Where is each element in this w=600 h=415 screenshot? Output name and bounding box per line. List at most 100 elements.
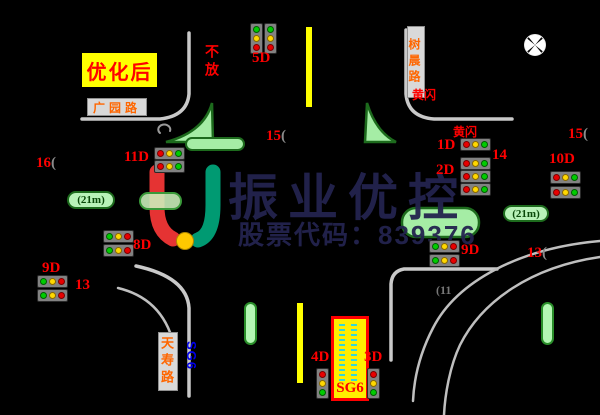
optimized-after-badge: 优化后 — [82, 53, 157, 87]
signal-head-5d — [264, 23, 277, 54]
red-light — [463, 186, 470, 193]
phase-number-center-value: 15 — [266, 128, 281, 144]
signal-label-4d: 4D — [311, 349, 330, 365]
red-light — [157, 163, 164, 170]
green-light — [40, 292, 47, 299]
signal-head-1d — [460, 138, 491, 151]
phase-number-right-edge: 15( — [568, 126, 588, 143]
red-light — [267, 44, 274, 51]
yellow-light — [472, 173, 479, 180]
red-light — [450, 243, 457, 250]
phase-number-right-value: 14 — [492, 147, 507, 163]
signal-head-11d — [154, 147, 185, 160]
yellow-light — [370, 380, 377, 387]
guide-arc-southeast-2 — [442, 255, 600, 415]
signal-head-4d — [316, 368, 329, 399]
queue-length-left: (21m) — [67, 191, 115, 209]
red-light — [124, 247, 131, 254]
signal-head-2d — [460, 170, 491, 183]
road-label-south: 天寿路 — [158, 332, 178, 391]
crosswalk-pill-left — [139, 192, 182, 210]
red-light — [553, 189, 560, 196]
yellow-light — [472, 141, 479, 148]
signal-head-2d — [460, 183, 491, 196]
yellow-light — [49, 292, 56, 299]
phase-number-bottom-right-value: 13 — [527, 245, 542, 261]
signal-head-2d — [460, 157, 491, 170]
signal-head-9d-left — [37, 289, 68, 302]
movement-dot-yellow — [176, 232, 194, 250]
guide-arc-southeast-1 — [411, 239, 600, 403]
red-light — [124, 233, 131, 240]
signal-head-10d — [550, 186, 581, 199]
red-light — [58, 292, 65, 299]
paren-mark: ( — [542, 245, 547, 261]
red-light — [463, 173, 470, 180]
signal-head-10d — [550, 171, 581, 184]
road-label-west: 广园路 — [87, 98, 147, 116]
green-light — [40, 278, 47, 285]
phase-number-left-value: 16 — [36, 155, 51, 171]
curb-southwest — [134, 264, 191, 398]
green-light — [481, 186, 488, 193]
green-light — [481, 173, 488, 180]
signal-head-11d — [154, 160, 185, 173]
green-light — [106, 233, 113, 240]
yellow-light — [267, 35, 274, 42]
no-release-note: 不放 — [203, 44, 218, 80]
yellow-light — [562, 174, 569, 181]
red-light — [58, 278, 65, 285]
green-light — [571, 189, 578, 196]
signal-head-3d — [367, 368, 380, 399]
signal-head-8d — [103, 244, 134, 257]
signal-label-5d: 5D — [252, 50, 271, 66]
island-northeast — [363, 102, 397, 144]
green-light — [481, 160, 488, 167]
red-light — [450, 257, 457, 264]
green-light — [319, 389, 326, 396]
green-light — [481, 141, 488, 148]
pill-south-left — [244, 302, 257, 345]
sg6-side-label: SG6 — [184, 341, 199, 371]
median-line-north — [306, 27, 312, 107]
crosswalk-pill-top — [185, 137, 245, 151]
yellow-light — [166, 163, 173, 170]
phase-number-left: 16( — [36, 155, 56, 172]
yellow-light — [319, 380, 326, 387]
crosswalk-hatch — [339, 324, 345, 382]
signal-head-9d-left — [37, 275, 68, 288]
yellow-light — [115, 247, 122, 254]
movement-arrow-teal — [190, 164, 221, 248]
signal-head-5d — [250, 23, 263, 54]
road-label-north: 树晨路 — [407, 26, 425, 98]
green-light — [253, 26, 260, 33]
pill-south-right — [541, 302, 554, 345]
phase-number-bottom-left-value: 13 — [75, 277, 90, 293]
signal-label-3d: 3D — [364, 349, 383, 365]
crosswalk-hatch — [351, 324, 357, 382]
signal-label-10d: 10D — [549, 151, 575, 167]
flash-yellow-note-north: 黄闪 — [412, 88, 437, 102]
watermark-brand: 振业优控 — [228, 170, 468, 226]
curb-northeast — [404, 28, 514, 121]
red-light — [463, 160, 470, 167]
compass-icon — [524, 34, 546, 56]
signal-label-9d-right: 9D — [461, 242, 480, 258]
green-light — [106, 247, 113, 254]
phase-number-right-edge-value: 15 — [568, 126, 583, 142]
signal-head-9d-right — [429, 254, 460, 267]
green-light — [267, 26, 274, 33]
green-light — [370, 389, 377, 396]
yellow-light — [472, 160, 479, 167]
paren-mark: ( — [583, 126, 588, 142]
phase-number-center: 15( — [266, 128, 286, 145]
curb-lines — [80, 28, 514, 398]
yellow-light — [253, 35, 260, 42]
phase-number-right: 14 — [492, 147, 507, 164]
red-light — [253, 44, 260, 51]
turn-hook-mark — [157, 123, 172, 134]
yellow-light — [472, 186, 479, 193]
yellow-light — [115, 233, 122, 240]
